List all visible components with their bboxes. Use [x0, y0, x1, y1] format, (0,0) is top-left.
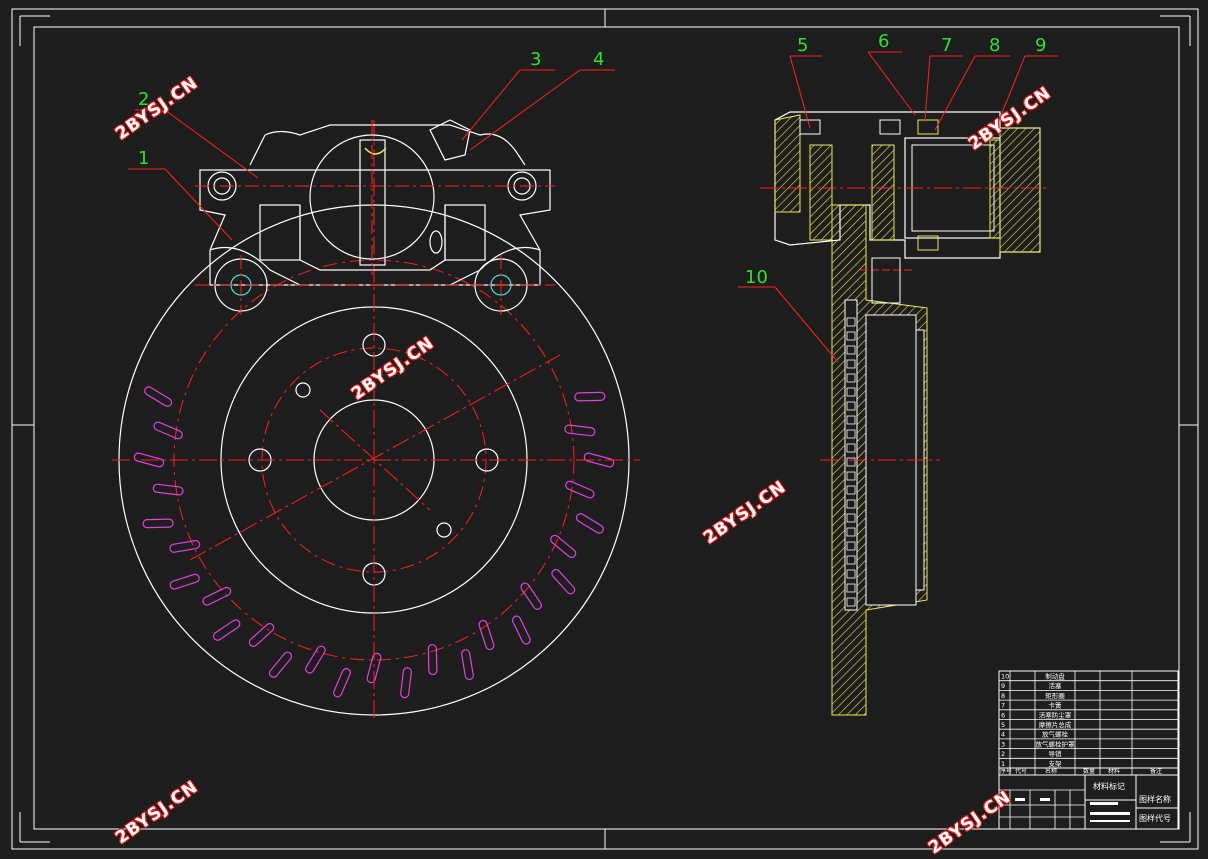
vent-slot [305, 645, 326, 674]
header-remark: 备注 [1150, 767, 1162, 775]
parts-list-table: 10 制动盘 9 活塞 8 矩形圈 7 卡簧 6 活塞防尘罩 5 摩擦片总成 4 放气螺栓 3 放气螺栓护罩 2… [998, 670, 1179, 830]
disc-vent [846, 429, 856, 439]
disc-vent [846, 597, 856, 607]
vent-slot [212, 619, 241, 641]
parts-row-name: 矩形圈 [1045, 691, 1065, 700]
parts-row-name: 放气螺栓 [1042, 730, 1069, 739]
parts-row-name: 制动盘 [1045, 672, 1065, 681]
balloon-8: 8 [989, 35, 1000, 56]
balloon-5: 5 [797, 35, 808, 56]
parts-row-number: 7 [1001, 702, 1005, 710]
parts-row-number: 2 [1001, 750, 1005, 758]
header-qty: 数量 [1083, 767, 1095, 775]
balloon-6: 6 [878, 31, 889, 52]
vent-slot [268, 651, 293, 678]
parts-row-name: 活塞 [1049, 681, 1063, 690]
parts-row-name: 支架 [1049, 759, 1063, 768]
vent-slot [133, 452, 165, 468]
side-section-view [738, 51, 1058, 716]
disc-vent [846, 359, 856, 369]
balloon-7: 7 [941, 35, 952, 56]
disc-vent [846, 457, 856, 467]
drawing-code: 图样代号 [1139, 813, 1171, 823]
vent-slot [152, 483, 184, 496]
disc-vent [846, 499, 856, 509]
parts-row-number: 1 [1001, 760, 1005, 768]
inner-frame [33, 26, 1180, 830]
front-view [112, 69, 640, 720]
vent-slot [461, 649, 474, 681]
vent-slot [248, 622, 275, 647]
disc-vent [846, 513, 856, 523]
vent-slot [551, 568, 576, 595]
vent-slot [366, 652, 382, 684]
header-name: 名称 [1045, 767, 1057, 775]
balloon-1: 1 [138, 148, 149, 169]
parts-row-number: 6 [1001, 711, 1005, 719]
vent-slot [565, 480, 595, 499]
vent-slot [575, 513, 604, 534]
disc-vent [846, 345, 856, 355]
disc-vent [846, 527, 856, 537]
vent-slot [142, 518, 174, 529]
vent-slot [169, 539, 201, 553]
vent-slot [333, 667, 351, 698]
balloon-3: 3 [530, 49, 541, 70]
drawing-name: 图样名称 [1139, 794, 1171, 804]
disc-vent [846, 541, 856, 551]
parts-row-name: 卡簧 [1049, 701, 1063, 710]
vent-slot [400, 667, 412, 699]
disc-vent [846, 471, 856, 481]
balloon-9: 9 [1035, 35, 1046, 56]
vent-slot [511, 615, 531, 645]
disc-vent [846, 583, 856, 593]
disc-vent [846, 569, 856, 579]
disc-vent [846, 443, 856, 453]
parts-row-number: 5 [1001, 721, 1005, 729]
header-code: 代号 [1015, 767, 1027, 775]
vent-slot [520, 582, 542, 610]
material-label: 材料标记 [1093, 781, 1125, 791]
disc-vent [846, 401, 856, 411]
vent-slot [169, 573, 200, 590]
disc-vent [846, 317, 856, 327]
disc-vent [846, 331, 856, 341]
parts-row-number: 9 [1001, 682, 1005, 690]
parts-row-name: 摩擦片总成 [1039, 720, 1072, 729]
balloon-4: 4 [593, 49, 604, 70]
vent-slot [202, 586, 232, 606]
disc-vent [846, 387, 856, 397]
disc-vent [846, 485, 856, 495]
vent-slot [550, 534, 577, 559]
parts-row-name: 活塞防尘罩 [1039, 710, 1072, 719]
parts-row-number: 4 [1001, 731, 1005, 739]
vent-slot [153, 421, 183, 440]
disc-vent [846, 373, 856, 383]
vent-slot [427, 643, 438, 676]
vent-slot [583, 452, 615, 468]
vent-slot [564, 424, 596, 437]
parts-row-number: 10 [1001, 673, 1009, 681]
header-no: 序号 [1000, 767, 1012, 775]
disc-vent [846, 555, 856, 565]
disc-vent [846, 415, 856, 425]
parts-row-number: 8 [1001, 692, 1005, 700]
balloon-10: 10 [745, 267, 768, 288]
header-material: 材料 [1108, 767, 1120, 775]
parts-row-number: 3 [1001, 740, 1005, 748]
vent-slot [478, 619, 495, 651]
vent-slot [144, 386, 173, 407]
parts-row-name: 放气螺栓护罩 [1036, 739, 1076, 748]
vent-slot [574, 391, 606, 402]
balloon-2: 2 [138, 89, 149, 110]
parts-row-name: 导销 [1049, 749, 1063, 758]
